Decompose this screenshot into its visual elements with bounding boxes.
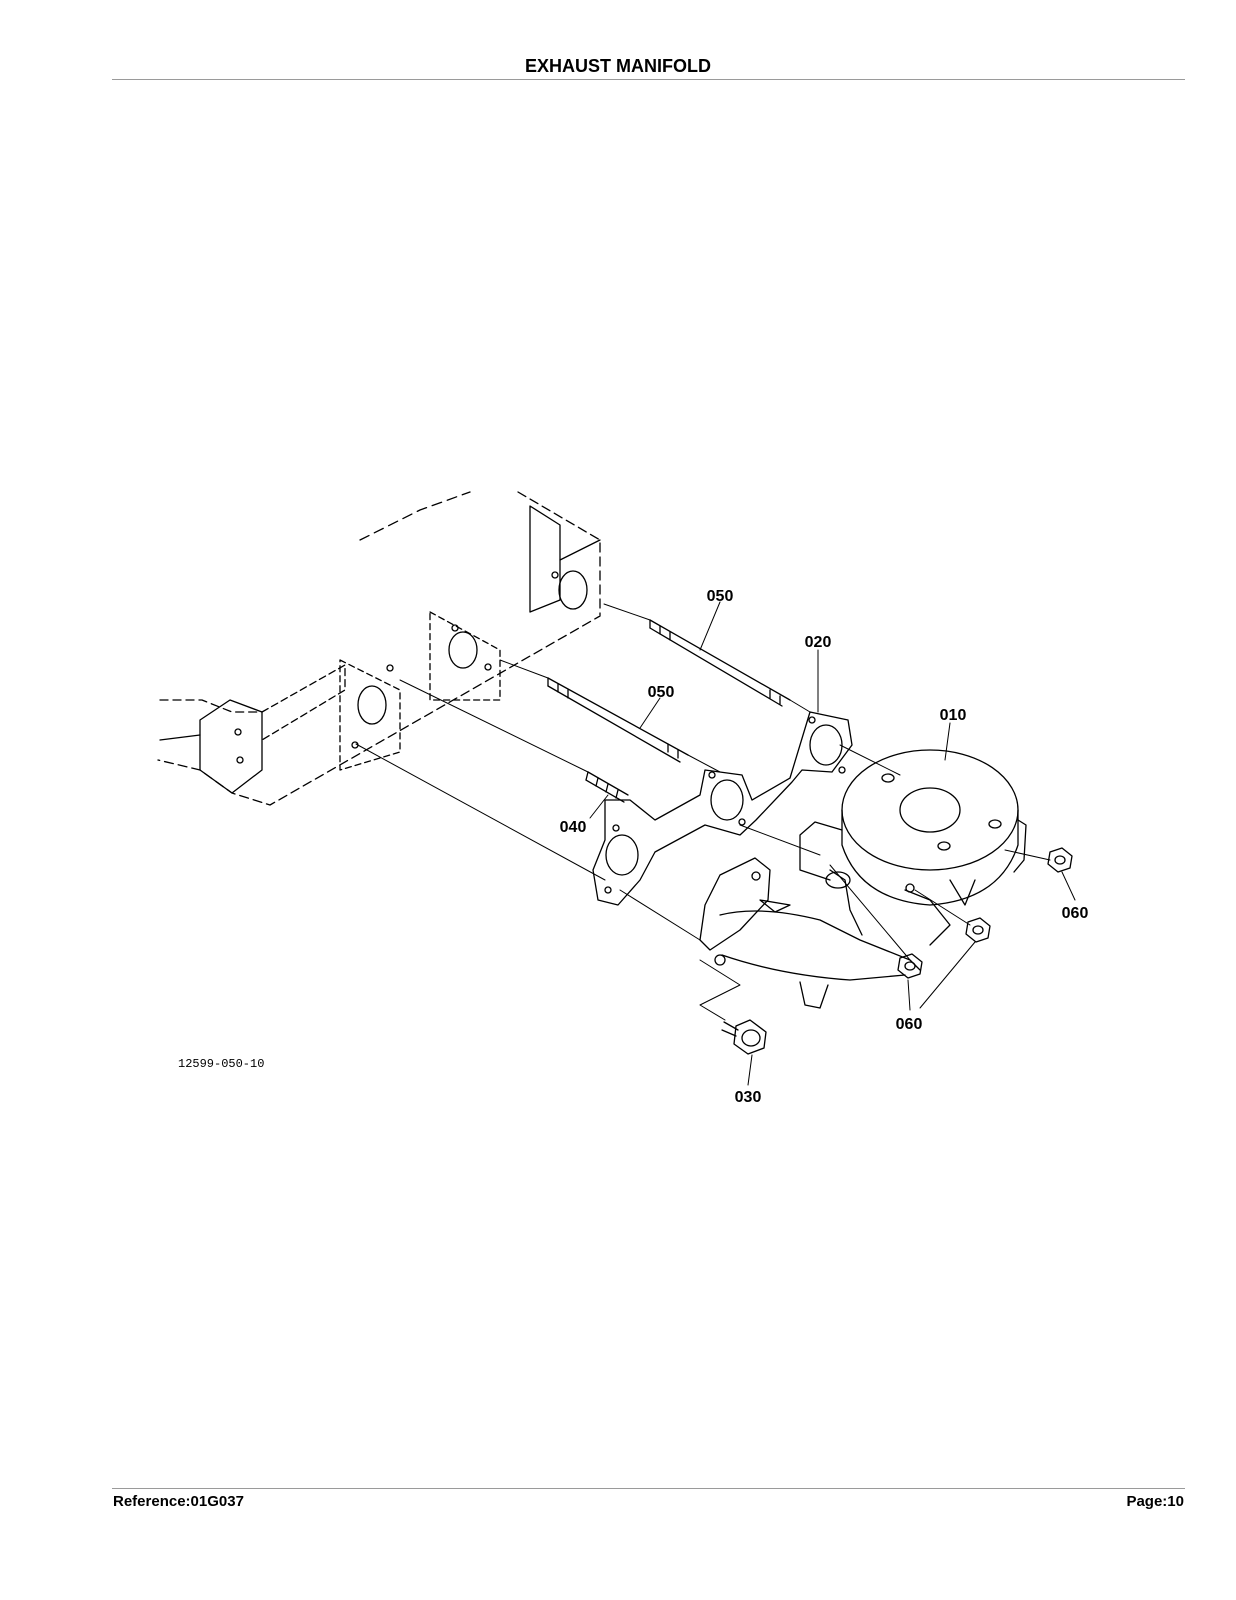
callout-060-lower: 060: [896, 1016, 923, 1033]
callout-060-right: 060: [1062, 905, 1089, 922]
flange-nut-060-middle: [965, 917, 991, 943]
callout-050-upper: 050: [707, 588, 734, 605]
stud-bolt-050-lower: [547, 677, 689, 763]
callout-020: 020: [805, 634, 832, 651]
page-number: Page:10: [1126, 1493, 1184, 1510]
exhaust-manifold-010: [699, 749, 1027, 1009]
callout-050-lower: 050: [648, 684, 675, 701]
callout-leaders: [589, 601, 1076, 1086]
callout-010: 010: [940, 707, 967, 724]
stud-bolt-050-upper: [649, 619, 791, 707]
exhaust-gasket-020: [592, 711, 853, 906]
header-divider: [112, 79, 1185, 80]
bolt-030: [721, 1019, 767, 1055]
page-title: EXHAUST MANIFOLD: [525, 56, 711, 76]
cylinder-head: [157, 491, 601, 806]
stud-bolt-040: [585, 771, 629, 803]
callout-040: 040: [560, 819, 587, 836]
assembly-lines: [355, 603, 1051, 1021]
callout-030: 030: [735, 1089, 762, 1106]
figure-number: 12599-050-10: [178, 1057, 264, 1071]
reference-code: Reference:01G037: [113, 1493, 244, 1510]
flange-nut-060-lower: [897, 953, 923, 979]
footer-divider: [112, 1488, 1185, 1489]
flange-nut-060-right: [1047, 847, 1073, 873]
